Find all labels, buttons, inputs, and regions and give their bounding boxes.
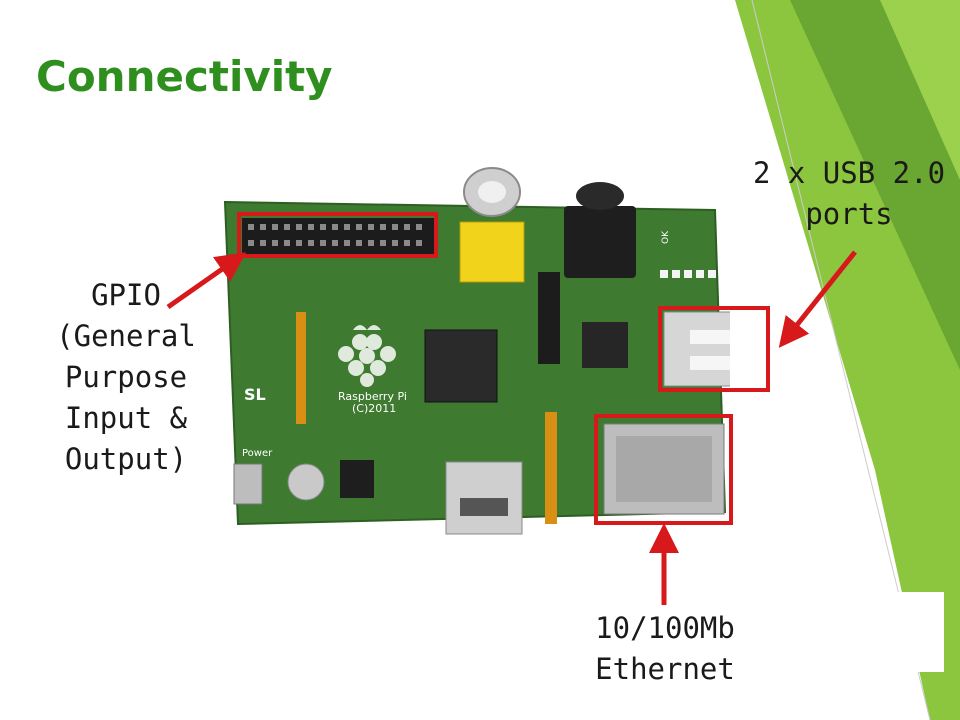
status-leds bbox=[660, 270, 716, 278]
raspberry-pi-board-image: OK Raspberry Pi (C)2011 SL Power bbox=[223, 167, 730, 535]
green-triangle-light bbox=[880, 0, 960, 180]
capacitor bbox=[287, 463, 325, 501]
board-power-text: Power bbox=[242, 448, 273, 459]
led-label-ok: OK bbox=[661, 230, 671, 244]
micro-usb-power bbox=[233, 463, 263, 505]
usb-arrow bbox=[778, 250, 857, 348]
white-cover-box bbox=[742, 592, 944, 672]
gpio-arrow bbox=[166, 252, 247, 310]
gpio-label: GPIO (General Purpose Input & Output) bbox=[36, 275, 216, 480]
green-triangle-dark bbox=[790, 0, 960, 370]
ethernet-highlight-box bbox=[594, 414, 733, 525]
usb-highlight-box bbox=[658, 306, 770, 392]
camera-connector bbox=[545, 412, 557, 524]
hdmi-port bbox=[460, 498, 508, 516]
ethernet-label-line: 10/100Mb bbox=[595, 611, 735, 645]
ethernet-label: 10/100Mb Ethernet bbox=[560, 608, 770, 690]
usb-port bbox=[663, 311, 730, 387]
gpio-pins bbox=[248, 224, 422, 246]
soc-chip bbox=[424, 329, 498, 403]
raspberry-logo-icon bbox=[338, 325, 396, 387]
pin-header bbox=[538, 272, 560, 364]
usb-label: 2 x USB 2.0 ports bbox=[738, 153, 960, 235]
board-maker-text: SL bbox=[244, 385, 266, 404]
board-brand-text: Raspberry Pi bbox=[338, 390, 407, 403]
rca-connector-center bbox=[478, 181, 506, 203]
usb-slot-bottom bbox=[690, 356, 730, 370]
gpio-label-line: GPIO bbox=[91, 278, 161, 312]
ethernet-label-line: Ethernet bbox=[595, 652, 735, 686]
usb-label-line: 2 x USB 2.0 bbox=[752, 156, 946, 190]
usb-slot-top bbox=[690, 330, 730, 344]
rca-connector-base bbox=[459, 221, 525, 283]
board-copyright-text: (C)2011 bbox=[352, 402, 396, 415]
gpio-label-line: Input & bbox=[64, 401, 188, 435]
display-connector bbox=[296, 312, 306, 424]
gpio-label-line: Purpose bbox=[64, 360, 188, 394]
gpio-highlight-box bbox=[237, 212, 438, 258]
voltage-regulator bbox=[340, 460, 374, 498]
audio-jack-barrel bbox=[576, 182, 624, 210]
audio-jack bbox=[564, 206, 636, 278]
usb-label-line: ports bbox=[805, 197, 893, 231]
gpio-label-line: (General bbox=[56, 319, 196, 353]
ethernet-port-face bbox=[616, 436, 712, 502]
gpio-label-line: Output) bbox=[64, 442, 188, 476]
slide-title: Connectivity bbox=[36, 52, 333, 101]
ethernet-controller-chip bbox=[582, 322, 628, 368]
